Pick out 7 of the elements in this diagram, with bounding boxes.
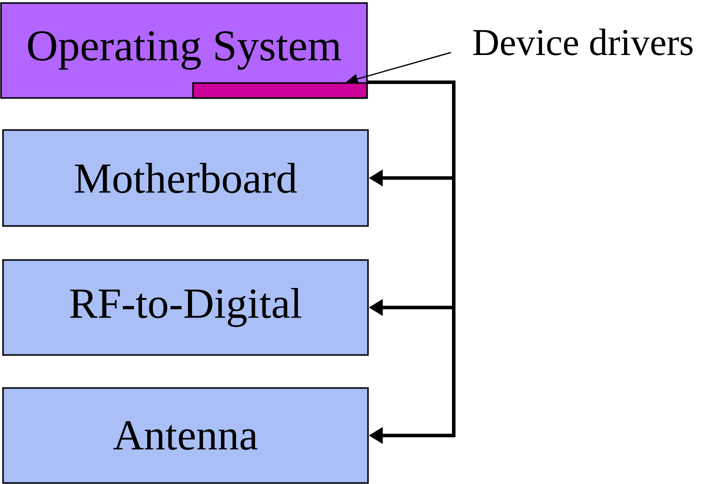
process-box: RF-to-Digital — [2, 259, 369, 356]
process-box: Operating System — [0, 2, 368, 99]
process-box: Antenna — [2, 387, 369, 484]
driver-bar — [192, 82, 368, 99]
arrow — [368, 80, 456, 444]
process-box: Motherboard — [2, 129, 369, 227]
callout-text: Device drivers — [473, 28, 693, 56]
